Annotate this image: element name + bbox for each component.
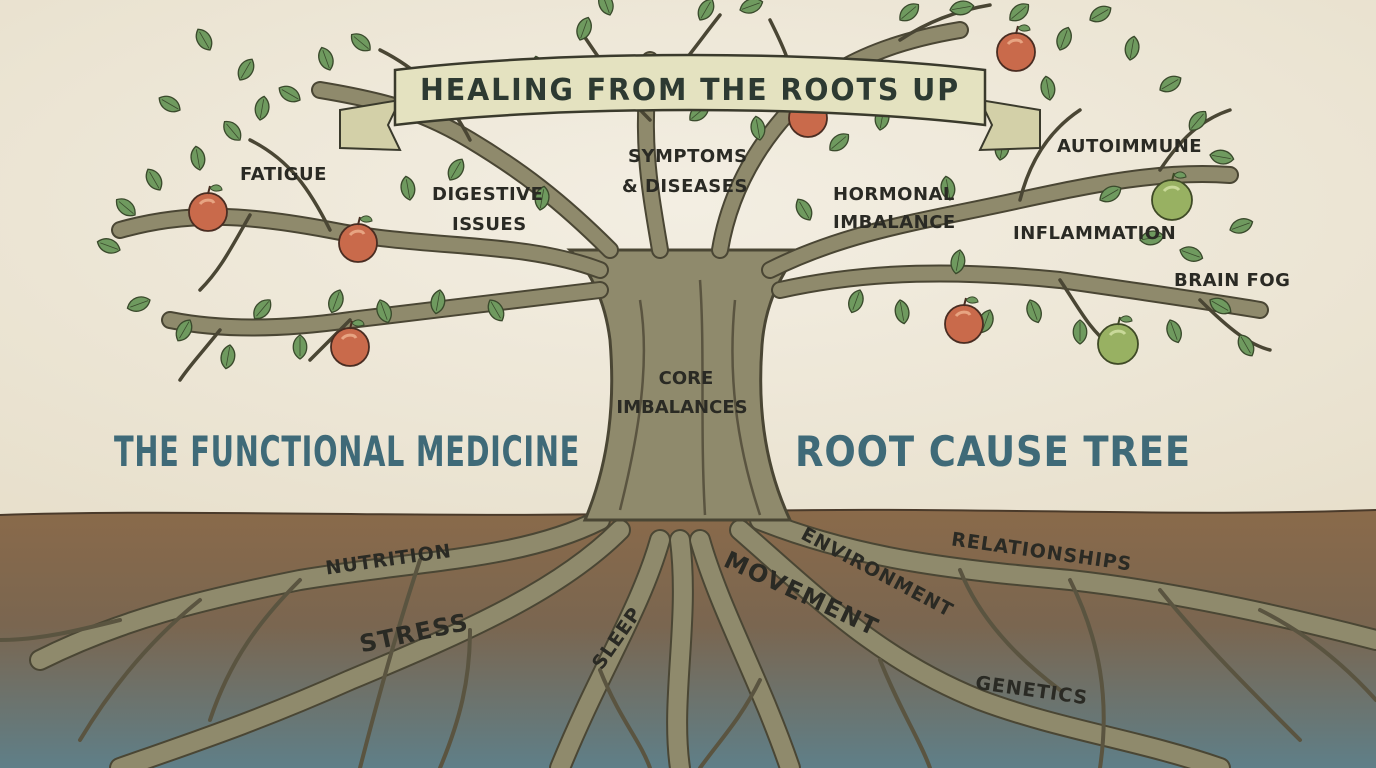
label-brain-fog: BRAIN FOG xyxy=(1174,270,1290,291)
banner-title: HEALING FROM THE ROOTS UP xyxy=(420,73,960,108)
label-hormonal-line1: HORMONAL xyxy=(833,184,955,205)
trunk-label-line2: IMBALANCES xyxy=(616,397,747,418)
branch-labels: FATIGUE DIGESTIVE ISSUES SYMPTOMS & DISE… xyxy=(240,136,1290,291)
label-fatigue: FATIGUE xyxy=(240,164,327,185)
label-symptoms-line1: SYMPTOMS xyxy=(628,146,748,167)
title-left: THE FUNCTIONAL MEDICINE xyxy=(114,427,580,476)
banner-ribbon: HEALING FROM THE ROOTS UP xyxy=(339,53,1041,152)
label-hormonal-line2: IMBALANCE xyxy=(833,212,956,233)
tree-trunk xyxy=(566,248,804,522)
label-digestive-line2: ISSUES xyxy=(452,214,527,235)
label-inflammation: INFLAMMATION xyxy=(1013,223,1176,244)
roots xyxy=(0,509,1376,768)
label-digestive-line1: DIGESTIVE xyxy=(432,184,543,205)
label-symptoms-line2: & DISEASES xyxy=(622,176,748,197)
title-right: ROOT CAUSE TREE xyxy=(795,427,1191,476)
label-autoimmune: AUTOIMMUNE xyxy=(1057,136,1202,157)
trunk-label-line1: CORE xyxy=(659,368,714,389)
